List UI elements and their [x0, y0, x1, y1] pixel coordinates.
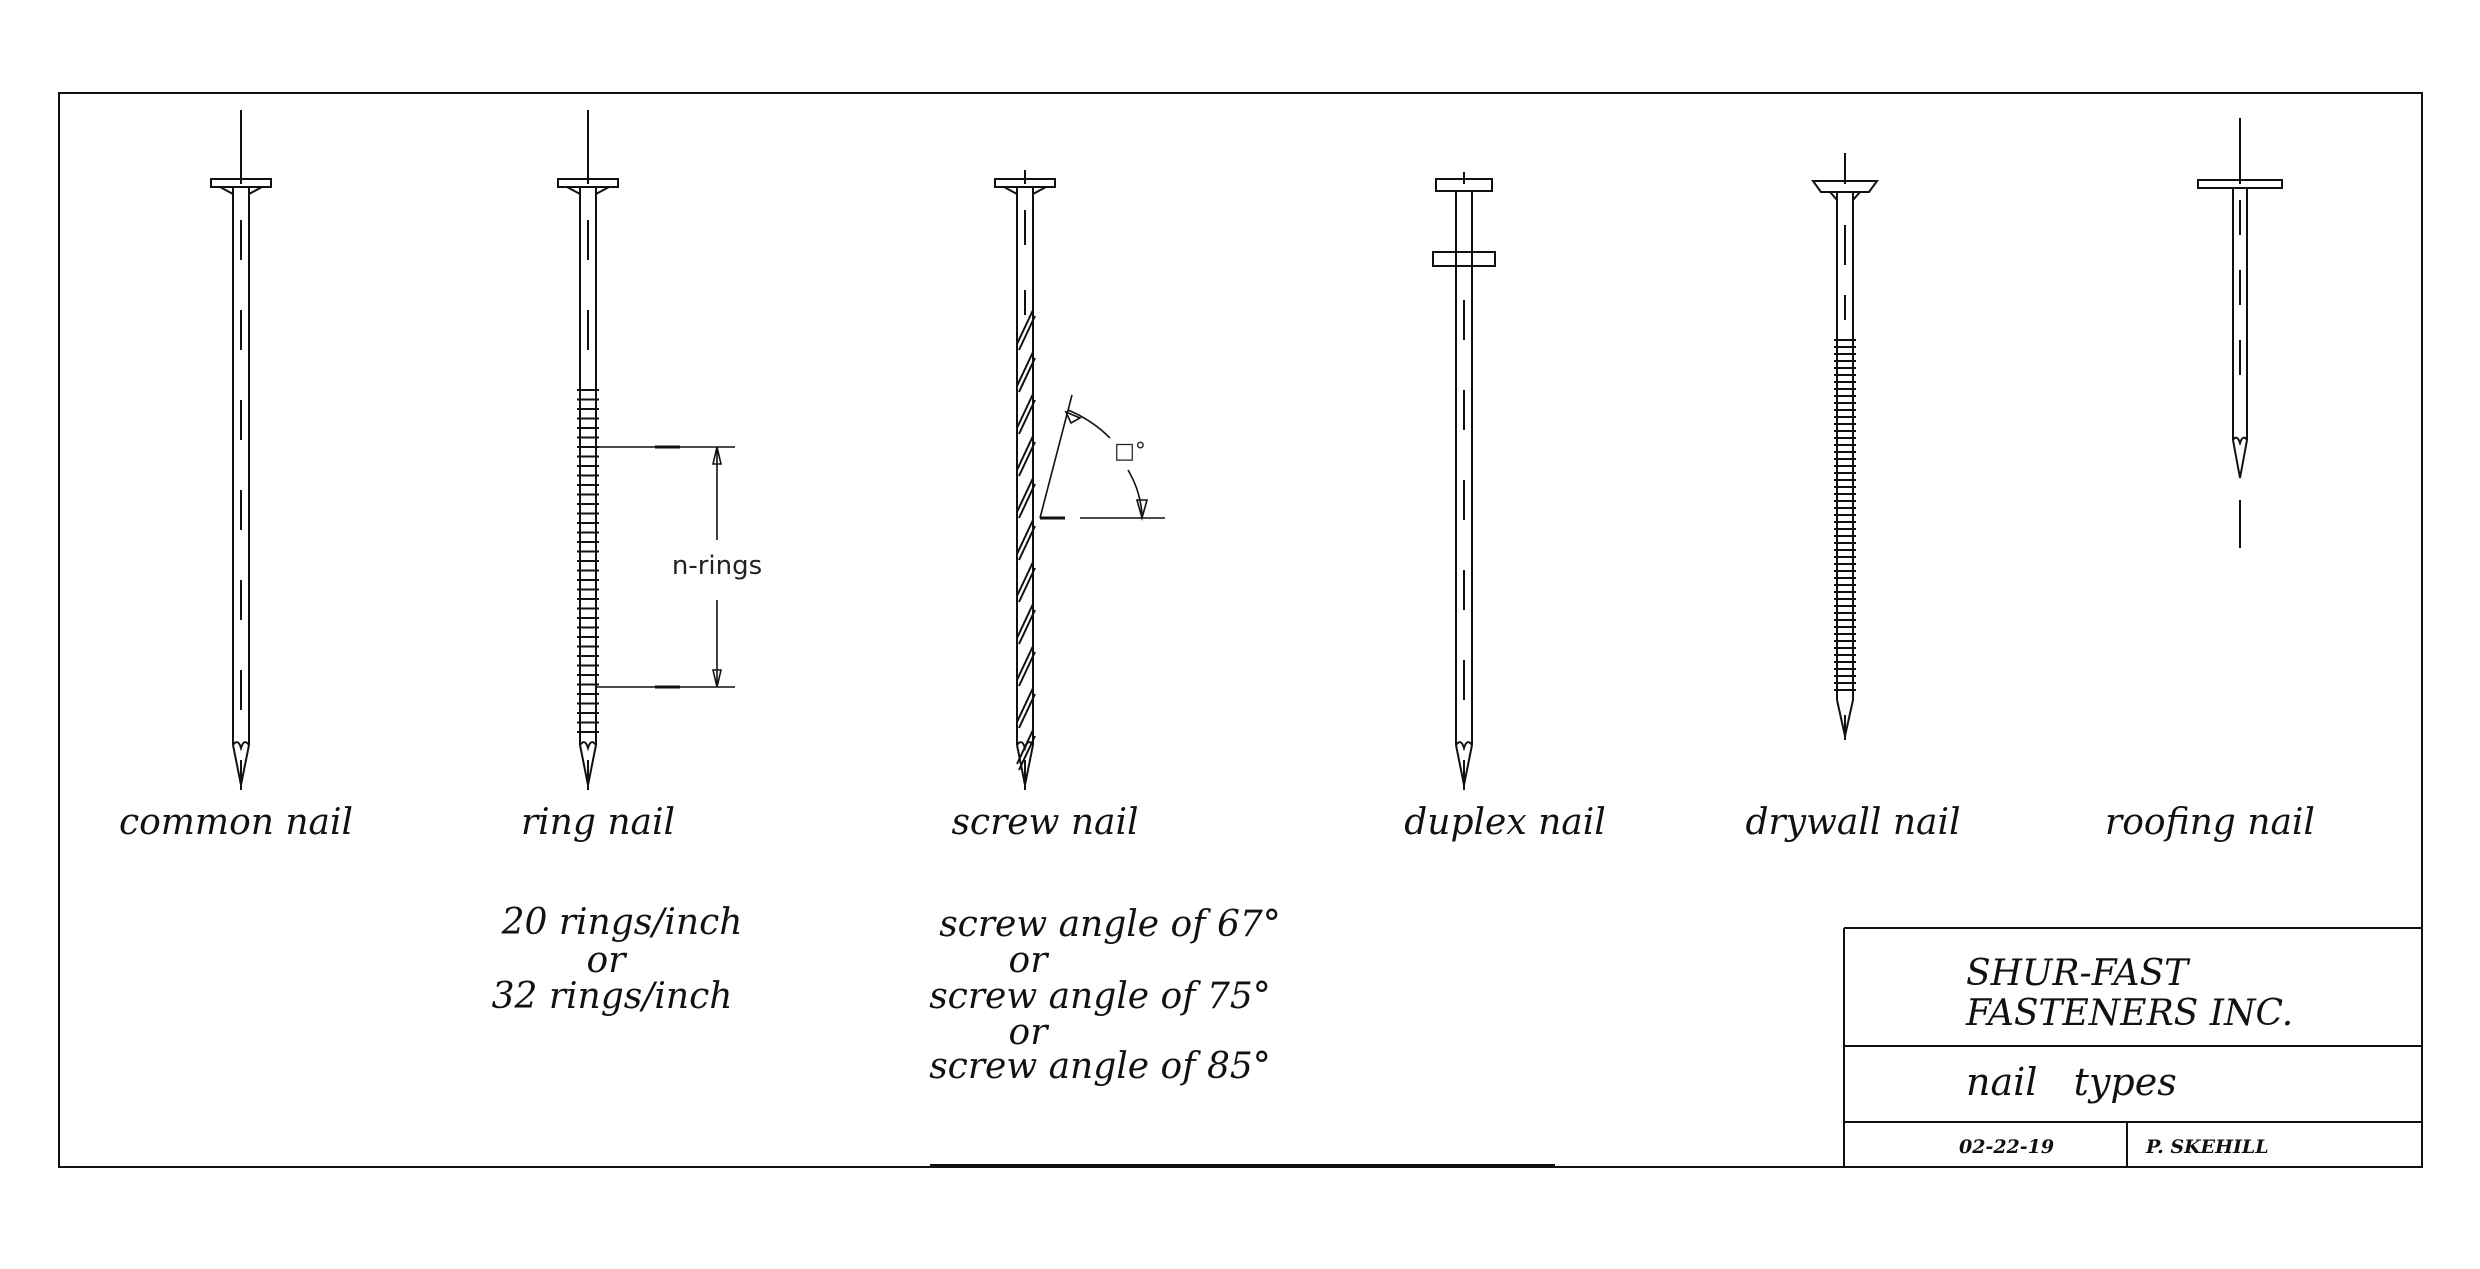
screw-thread-mark — [1018, 693, 1036, 729]
title-block — [1843, 927, 2422, 1167]
screw-note-line-1: screw angle of 67° — [939, 904, 1281, 945]
label-duplex-nail: duplex nail — [1404, 802, 1606, 843]
drywall-ring-marks — [1834, 339, 1856, 691]
screw-angle-annotation — [1039, 394, 1165, 521]
n-rings-dimension — [596, 445, 735, 689]
screw-thread-mark — [1016, 351, 1034, 387]
label-roofing-nail: roofing nail — [2105, 802, 2315, 843]
ring-nail-drawing — [557, 110, 619, 790]
n-rings-label: n-rings — [672, 551, 762, 581]
screw-thread-mark — [1016, 687, 1034, 723]
screw-thread-mark — [1018, 483, 1036, 519]
screw-thread-mark — [1018, 609, 1036, 645]
screw-thread-mark — [1016, 393, 1034, 429]
screw-thread-mark — [1016, 519, 1034, 555]
screw-thread-mark — [1016, 309, 1034, 345]
screw-thread-mark — [1018, 357, 1036, 393]
label-ring-nail: ring nail — [521, 802, 675, 843]
screw-note-line-4: or — [1009, 1012, 1050, 1053]
nail-labels: common nail ring nail screw nail duplex … — [119, 439, 2315, 1087]
screw-note-line-5: screw angle of 85° — [929, 1046, 1271, 1087]
common-nail-drawing — [210, 110, 272, 790]
ring-note-line-2: or — [587, 940, 628, 981]
screw-thread-mark — [1018, 567, 1036, 603]
label-drywall-nail: drywall nail — [1745, 802, 1960, 843]
company-name-line-2: FASTENERS INC. — [1965, 993, 2293, 1034]
drawing-date: 02-22-19 — [1959, 1136, 2054, 1158]
screw-note-line-3: screw angle of 75° — [929, 976, 1271, 1017]
duplex-nail-drawing — [1432, 172, 1496, 790]
screw-thread-mark — [1016, 645, 1034, 681]
screw-thread-mark — [1016, 561, 1034, 597]
screw-thread-mark — [1018, 315, 1036, 351]
label-common-nail: common nail — [119, 802, 353, 843]
drawing-author: P. SKEHILL — [2145, 1136, 2269, 1158]
ring-note-line-1: 20 rings/inch — [501, 902, 743, 943]
screw-thread-mark — [1016, 435, 1034, 471]
screw-thread-mark — [1018, 525, 1036, 561]
screw-thread-mark — [1018, 399, 1036, 435]
screw-thread-mark — [1018, 651, 1036, 687]
screw-nail-drawing — [994, 170, 1056, 790]
angle-label: □° — [1114, 439, 1146, 464]
drawing-title: nail types — [1966, 1060, 2177, 1104]
screw-thread-mark — [1018, 441, 1036, 477]
screw-thread-mark — [1016, 603, 1034, 639]
ring-note-line-3: 32 rings/inch — [492, 976, 733, 1017]
screw-thread-mark — [1016, 477, 1034, 513]
screw-note-line-2: or — [1009, 940, 1050, 981]
label-screw-nail: screw nail — [951, 802, 1138, 843]
drywall-nail-drawing — [1811, 153, 1879, 740]
company-name-line-1: SHUR-FAST — [1966, 953, 2191, 994]
ring-marks — [577, 389, 599, 733]
roofing-nail-drawing — [2197, 118, 2283, 548]
